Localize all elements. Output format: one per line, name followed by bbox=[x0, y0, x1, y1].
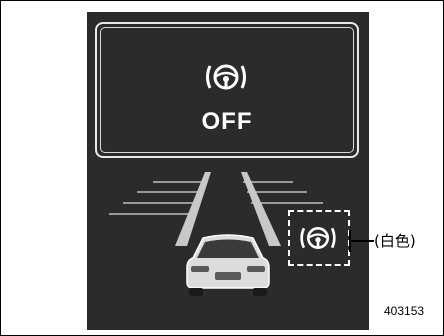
car-icon bbox=[187, 235, 269, 296]
indicator-color-callout: (白色) bbox=[374, 230, 416, 251]
steering-assist-indicator bbox=[288, 210, 350, 266]
message-text: OFF bbox=[97, 108, 357, 136]
steering-assist-icon bbox=[204, 60, 248, 94]
message-panel: OFF bbox=[95, 22, 359, 158]
callout-leader-tick bbox=[349, 230, 351, 252]
figure-id: 403153 bbox=[384, 304, 424, 318]
steering-assist-indicator-icon bbox=[298, 223, 338, 253]
callout-leader-line bbox=[350, 240, 374, 242]
instrument-display: OFF bbox=[87, 12, 369, 330]
